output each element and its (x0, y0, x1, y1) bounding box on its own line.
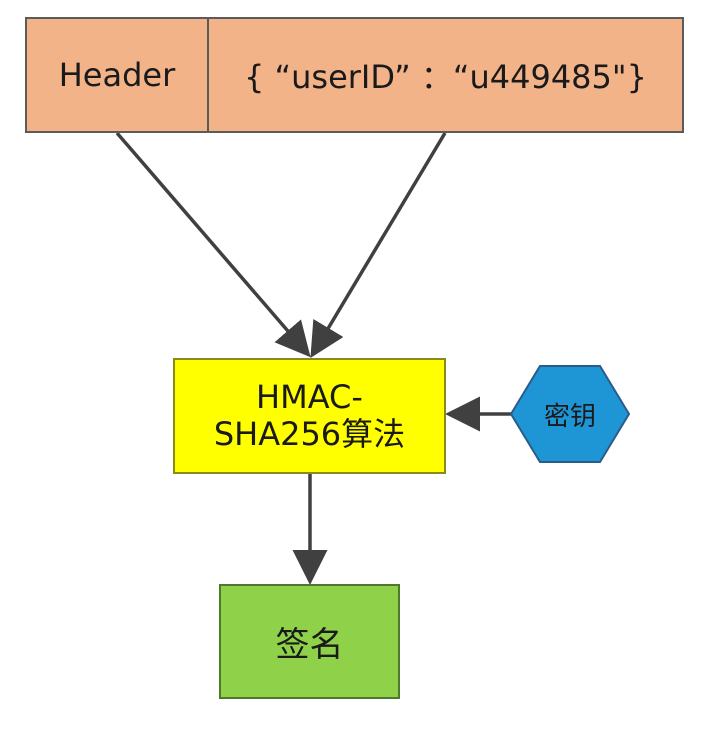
algorithm-label-line2: SHA256算法 (213, 415, 406, 453)
header-part-box: Header (25, 17, 209, 133)
algorithm-label-line1: HMAC- (256, 378, 363, 417)
key-label: 密钥 (543, 401, 596, 432)
payload-part-box: { “userID” ：“u449485"} (207, 17, 684, 133)
arrow-header-to-algorithm (115, 131, 311, 358)
hmac-algorithm-box: HMAC- SHA256算法 (173, 358, 446, 474)
signature-box: 签名 (219, 584, 400, 699)
key-hexagon-shape (509, 365, 631, 463)
key-hexagon: 密钥 (511, 366, 629, 462)
arrow-payload-to-algorithm (310, 132, 447, 359)
payload-part-label: { “userID” ：“u449485"} (244, 58, 647, 96)
signature-label: 签名 (275, 625, 344, 665)
header-part-label: Header (58, 56, 176, 94)
